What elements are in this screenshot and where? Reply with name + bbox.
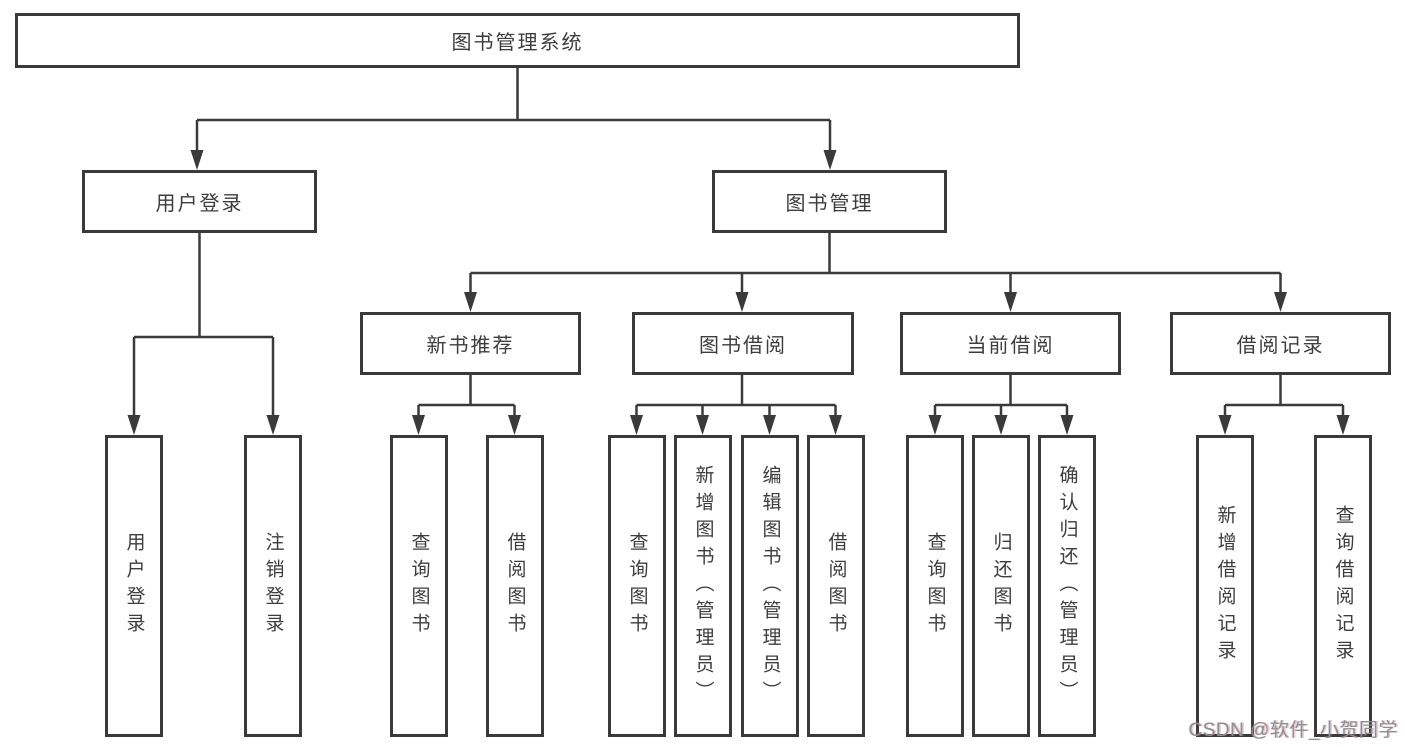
connector-borrow-record-children [1223, 375, 1345, 418]
arrowhead-icon [1336, 415, 1350, 435]
node-leaf-add-books-admin: 新增图书（管理员） [674, 435, 732, 737]
node-book-borrowing: 图书借阅 [632, 312, 854, 375]
node-leaf-confirm-return-admin: 确认归还（管理员） [1038, 435, 1096, 737]
node-book-management: 图书管理 [712, 170, 947, 233]
node-leaf-label: 归还图书 [990, 532, 1012, 640]
arrowhead-icon [735, 292, 749, 312]
node-leaf-label: 注销登录 [262, 532, 284, 640]
node-leaf-query-borrow-record: 查询借阅记录 [1314, 435, 1372, 737]
node-leaf-return-books: 归还图书 [972, 435, 1030, 737]
arrowhead-icon [464, 292, 477, 312]
node-leaf-label: 用户登录 [123, 532, 145, 640]
connector-book-borrow-children [635, 375, 837, 418]
node-leaf-label: 新增图书（管理员） [692, 464, 714, 708]
node-leaf-label: 查询图书 [924, 532, 946, 640]
node-leaf-query-books-1: 查询图书 [390, 435, 448, 737]
node-leaf-label: 新增借阅记录 [1214, 505, 1236, 667]
arrowhead-icon [1004, 292, 1017, 312]
arrowhead-icon [630, 415, 643, 435]
node-leaf-borrow-books-2: 借阅图书 [807, 435, 865, 737]
connector-root-to-level1 [195, 68, 832, 155]
arrowhead-icon [823, 150, 837, 170]
arrowhead-icon [994, 415, 1008, 435]
arrowhead-icon [1274, 292, 1287, 312]
node-leaf-label: 确认归还（管理员） [1056, 464, 1078, 708]
node-leaf-add-borrow-record: 新增借阅记录 [1196, 435, 1254, 737]
arrowhead-icon [696, 415, 709, 435]
arrowhead-icon [127, 415, 141, 435]
node-leaf-query-books-3: 查询图书 [906, 435, 964, 737]
node-leaf-borrow-books-1: 借阅图书 [486, 435, 544, 737]
arrowhead-icon [190, 150, 204, 170]
arrowhead-icon [1060, 415, 1074, 435]
arrowhead-icon [763, 415, 776, 435]
csdn-watermark: CSDN @软件_小贺同学 [1188, 720, 1398, 741]
node-leaf-user-login: 用户登录 [105, 435, 163, 737]
node-leaf-label: 编辑图书（管理员） [759, 464, 781, 708]
node-leaf-query-books-2: 查询图书 [608, 435, 666, 737]
node-leaf-label: 借阅图书 [825, 532, 847, 640]
arrowhead-icon [508, 415, 521, 435]
arrowhead-icon [412, 415, 425, 435]
connector-user-login-children [132, 233, 275, 418]
node-leaf-label: 查询借阅记录 [1332, 505, 1354, 667]
node-leaf-logout: 注销登录 [244, 435, 302, 737]
arrowhead-icon [928, 415, 942, 435]
node-current-borrowing: 当前借阅 [900, 312, 1121, 375]
connector-book-management-children [469, 233, 1282, 295]
node-leaf-label: 借阅图书 [504, 532, 526, 640]
arrowhead-icon [829, 415, 842, 435]
arrowhead-icon [1218, 415, 1232, 435]
node-leaf-edit-books-admin: 编辑图书（管理员） [741, 435, 799, 737]
arrowhead-icon [266, 415, 280, 435]
connector-current-borrow-children [933, 375, 1069, 418]
connector-new-book-children [417, 375, 516, 418]
node-borrow-records: 借阅记录 [1170, 312, 1391, 375]
node-leaf-label: 查询图书 [408, 532, 430, 640]
node-user-login: 用户登录 [82, 170, 317, 233]
node-leaf-label: 查询图书 [626, 532, 648, 640]
node-new-book-recommendation: 新书推荐 [360, 312, 581, 375]
node-library-management-system: 图书管理系统 [15, 13, 1020, 68]
